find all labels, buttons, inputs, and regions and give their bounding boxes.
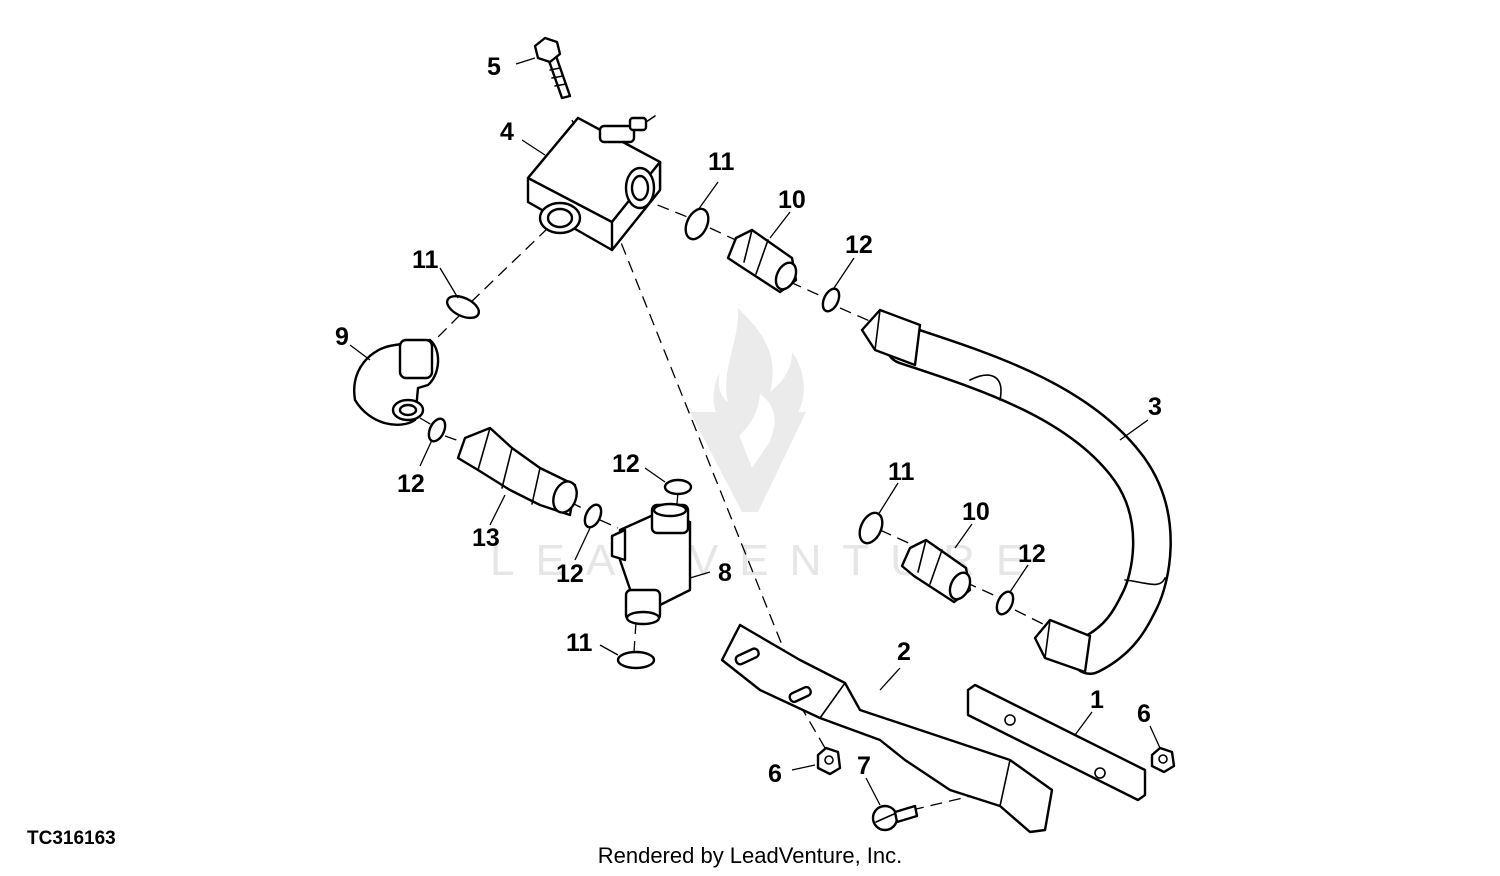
part-12-o-ring	[821, 287, 841, 313]
callout-10: 10	[962, 498, 990, 526]
part-12-o-ring	[427, 417, 447, 443]
callout-13: 13	[472, 524, 500, 552]
part-6-nut-right	[1150, 746, 1176, 774]
part-2-bracket	[720, 623, 1054, 834]
part-1-plate	[966, 683, 1147, 802]
callout-10: 10	[778, 186, 806, 214]
footer-credit: Rendered by LeadVenture, Inc.	[597, 843, 903, 868]
callout-12: 12	[397, 470, 425, 498]
watermark-flame-icon	[713, 308, 804, 440]
watermark-v-icon	[690, 412, 806, 512]
callout-6: 6	[1137, 700, 1151, 728]
part-12-o-ring	[583, 503, 603, 529]
part-10-fitting-upper	[726, 228, 798, 294]
part-11-o-ring	[445, 294, 481, 320]
part-11-o-ring	[858, 511, 884, 545]
callout-leaders	[349, 57, 1161, 806]
callout-7: 7	[857, 752, 871, 780]
callout-11: 11	[888, 458, 915, 486]
callout-4: 4	[500, 118, 514, 146]
callout-5: 5	[487, 53, 501, 81]
callout-8: 8	[718, 559, 732, 587]
part-5-bolt	[533, 36, 572, 100]
part-6-nut-left	[816, 746, 842, 776]
part-4-valve-block	[526, 115, 662, 252]
callout-11: 11	[412, 246, 439, 274]
callout-11: 11	[708, 148, 735, 176]
part-11-o-ring	[684, 207, 710, 241]
callout-3: 3	[1148, 393, 1162, 421]
callout-11: 11	[566, 629, 593, 657]
part-12-o-ring	[995, 590, 1015, 616]
part-11-o-ring	[616, 650, 656, 670]
callout-1: 1	[1090, 686, 1104, 714]
part-13-union	[456, 426, 578, 517]
part-8-tee	[610, 502, 692, 626]
part-10-fitting-lower	[900, 538, 972, 604]
part-7-screw	[871, 804, 919, 832]
callout-6: 6	[768, 760, 782, 788]
part-12-o-ring	[663, 478, 693, 496]
callout-2: 2	[897, 638, 911, 666]
callout-12: 12	[556, 560, 584, 588]
figure-code: TC316163	[27, 828, 116, 849]
callout-12: 12	[1018, 540, 1046, 568]
callout-9: 9	[335, 323, 349, 351]
callout-12: 12	[612, 450, 640, 478]
callout-12: 12	[845, 231, 873, 259]
part-3-hose	[860, 308, 1172, 675]
callout-labels: 5 4 11 10 12 11 9 3 12 12 11 10 13 12 12…	[335, 53, 1162, 788]
part-9-elbow	[353, 338, 440, 427]
